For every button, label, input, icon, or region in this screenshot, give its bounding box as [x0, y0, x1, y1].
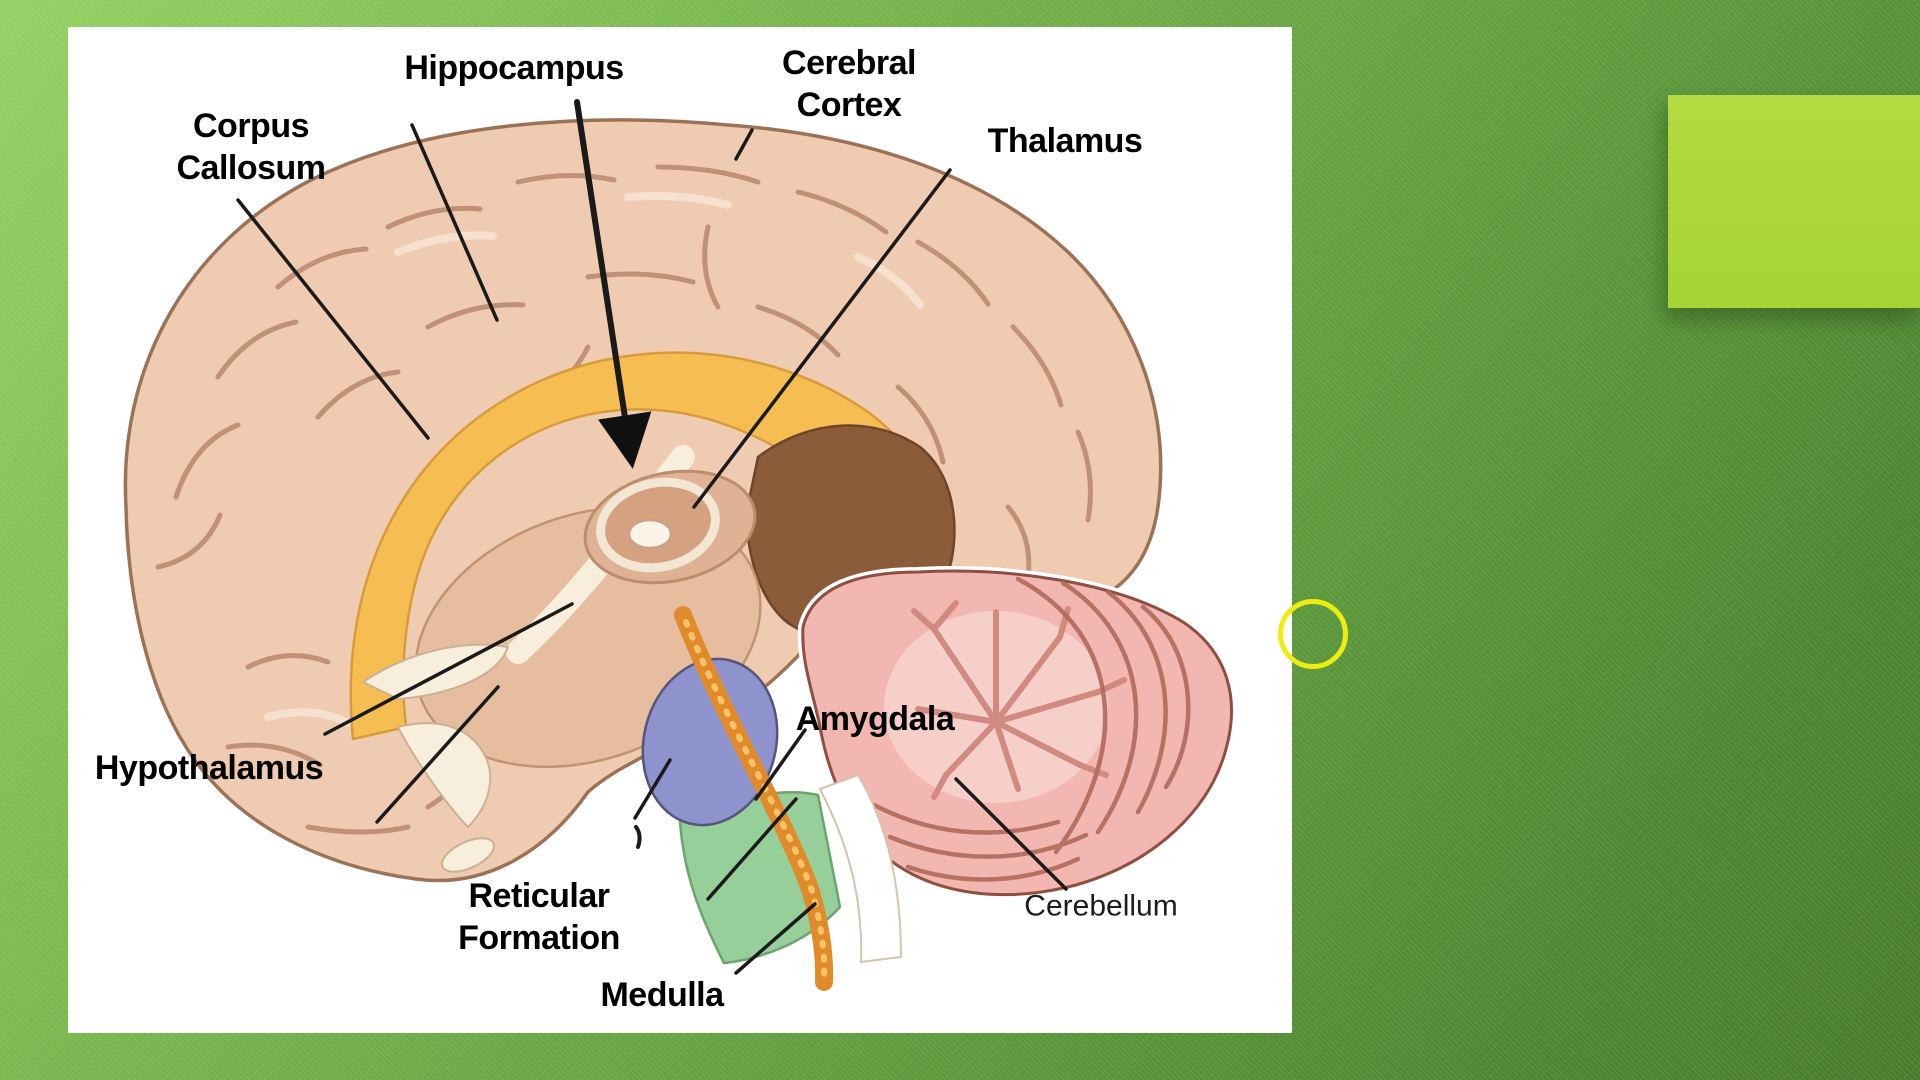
reticular-formation-line	[706, 797, 798, 901]
brain-diagram-image: Corpus Callosum Hippocampus Cerebral Cor…	[68, 27, 1292, 1033]
thalamus-shape	[583, 469, 757, 585]
leader-lines	[236, 99, 1068, 975]
label-cerebral-cortex: Cerebral Cortex	[782, 43, 916, 124]
label-thalamus: Thalamus	[987, 121, 1143, 160]
hippocampus-arrow	[574, 99, 652, 469]
ventricle-channel-shape	[818, 773, 903, 964]
hippocampus-line	[410, 123, 499, 322]
highlight-circle-annotation	[1278, 599, 1348, 669]
accent-rectangle	[1668, 95, 1920, 308]
amygdala-line	[754, 728, 807, 801]
cerebellum-line	[954, 777, 1068, 891]
label-medulla: Medulla	[600, 975, 724, 1014]
label-reticular-formation: Reticular Formation	[458, 876, 620, 957]
cerebellum-shape	[797, 566, 1237, 900]
pons-pointer-line	[633, 758, 672, 820]
label-cerebellum: Cerebellum	[1024, 889, 1178, 923]
label-hippocampus: Hippocampus	[404, 48, 624, 87]
hypothalamus-line	[323, 602, 574, 736]
thalamus-line	[692, 168, 952, 509]
brain-illustration	[123, 99, 1237, 991]
corpus-callosum-line	[236, 198, 430, 440]
reticular-stripe-shape	[674, 606, 834, 991]
label-amygdala: Amygdala	[795, 699, 955, 738]
label-hypothalamus: Hypothalamus	[94, 748, 324, 787]
pointer-tick	[634, 825, 642, 849]
medulla-line	[734, 902, 817, 975]
pointer-line-short	[375, 685, 500, 824]
pons-shape	[641, 657, 779, 827]
label-corpus-callosum: Corpus Callosum	[176, 106, 326, 187]
cerebral-cortex-line	[734, 128, 754, 161]
